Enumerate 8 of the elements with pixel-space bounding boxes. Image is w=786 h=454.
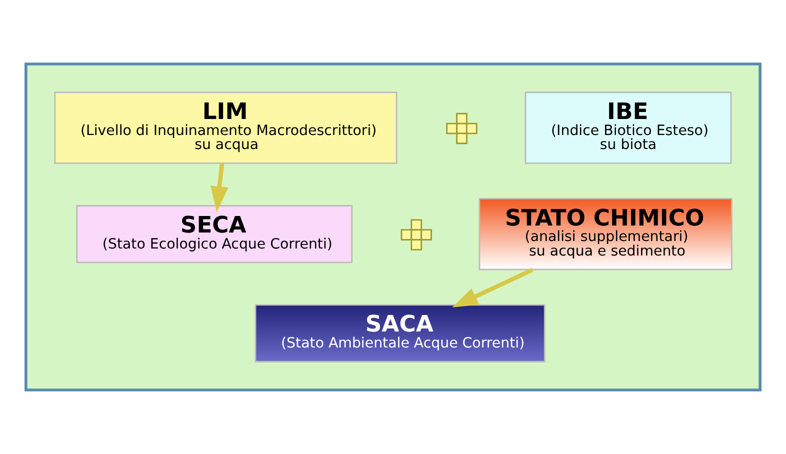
arrow: [452, 268, 534, 308]
node-box: SACA (Stato Ambientale Acque Correnti): [254, 304, 546, 362]
node-box: IBE (Indice Biotico Esteso) su biota: [524, 92, 732, 164]
node-box: LIM (Livello di Inquinamento Macrodescrittori) su acqua: [54, 92, 398, 164]
cluster: [24, 62, 762, 392]
node-box: SECA (Stato Ecologico Acque Correnti): [76, 205, 353, 264]
arrow: [210, 163, 228, 212]
node-box: STATO CHIMICO (analisi supplementari) su acqua e sedimento: [478, 198, 732, 270]
